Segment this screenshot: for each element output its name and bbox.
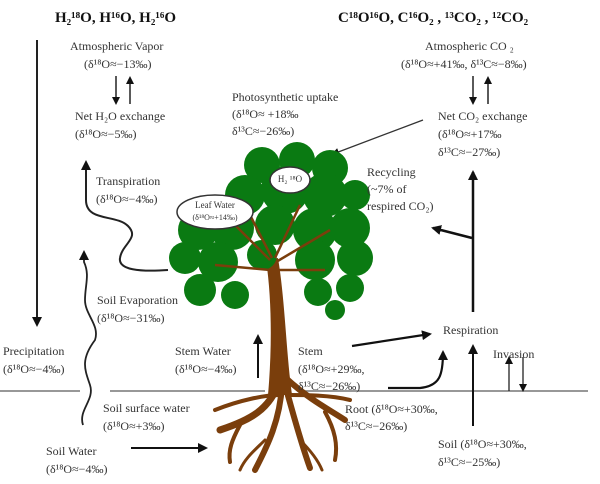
leaf-water-value: (δ¹⁸O≈+14‰) — [192, 213, 238, 222]
co2-isotopologues-title: C¹⁸O¹⁶O, C¹⁶O₂ , ¹³CO₂ , ¹²CO₂ — [338, 10, 529, 26]
h2-18o-bubble — [269, 166, 311, 194]
leaf-water-bubble — [176, 194, 254, 230]
precipitation-label: Precipitation — [3, 344, 65, 358]
root-label: Root (δ¹⁸O≈+30‰, — [345, 402, 438, 416]
net-h2o-value: (δ¹⁸O≈−5‰) — [75, 127, 137, 141]
transpiration-value: (δ¹⁸O≈−4‰) — [96, 192, 158, 206]
root-c13: δ¹³C≈−26‰) — [345, 419, 408, 433]
transpiration-arrow — [81, 160, 169, 272]
net-co2-c13: δ¹³C≈−27‰) — [438, 145, 501, 159]
soil-evaporation-label: Soil Evaporation — [97, 293, 178, 307]
soil-evaporation-value: (δ¹⁸O≈−31‰) — [97, 311, 165, 325]
tree-illustration — [169, 142, 373, 473]
uptake-arrow — [331, 119, 424, 156]
photosynthetic-uptake-label: Photosynthetic uptake — [232, 90, 339, 104]
water-isotopologues-title: H₂¹⁸O, H¹⁶O, H₂¹⁶O — [55, 10, 176, 26]
stem-c13: δ¹³C≈−26‰) — [298, 379, 361, 393]
soil-c13: δ¹³C≈−25‰) — [438, 455, 501, 469]
net-co2-o18: (δ¹⁸O≈+17‰ — [438, 127, 502, 141]
atmospheric-co2-label: Atmospheric CO ₂ — [425, 39, 514, 53]
atmospheric-vapor-value: (δ¹⁸O≈−13‰) — [84, 57, 152, 71]
soil-evaporation-arrow — [79, 250, 97, 426]
stem-label: Stem — [298, 344, 323, 358]
net-co2-label: Net CO₂ exchange — [438, 109, 528, 123]
atmospheric-vapor-label: Atmospheric Vapor — [70, 39, 164, 53]
stem-water-label: Stem Water — [175, 344, 231, 358]
h2-18o-label: H₂ ¹⁸O — [277, 174, 303, 184]
transpiration-label: Transpiration — [96, 174, 161, 188]
stem-o18: (δ¹⁸O≈+29‰, — [298, 362, 365, 376]
soil-water-label: Soil Water — [46, 444, 97, 458]
soil-surface-water-value: (δ¹⁸O≈+3‰) — [103, 419, 165, 433]
recycling-label: Recycling — [367, 165, 416, 179]
invasion-label: Invasion — [493, 347, 535, 361]
soil-surface-water-label: Soil surface water — [103, 401, 190, 415]
trunk — [266, 258, 292, 395]
recycling-value: (~7% of — [367, 182, 407, 196]
respiration-label: Respiration — [443, 323, 499, 337]
atmospheric-co2-value: (δ¹⁸O≈+41‰, δ¹³C≈−8‰) — [401, 57, 527, 71]
precipitation-value: (δ¹⁸O≈−4‰) — [3, 362, 65, 376]
recycling-value-2: respired CO₂) — [367, 199, 434, 213]
stem-respiration-arrow — [351, 330, 432, 348]
soil-water-value: (δ¹⁸O≈−4‰) — [46, 462, 108, 476]
stem-water-value: (δ¹⁸O≈−4‰) — [175, 362, 237, 376]
soil-label: Soil (δ¹⁸O≈+30‰, — [438, 437, 527, 451]
photosynthetic-uptake-o18: (δ¹⁸O≈ +18‰ — [232, 107, 299, 121]
root-respiration-arrow — [388, 350, 448, 390]
leaf-water-label: Leaf Water — [195, 200, 235, 210]
recycling-arrow — [431, 225, 473, 240]
net-h2o-label: Net H₂O exchange — [75, 109, 166, 123]
photosynthetic-uptake-c13: δ¹³C≈−26‰) — [232, 124, 295, 138]
